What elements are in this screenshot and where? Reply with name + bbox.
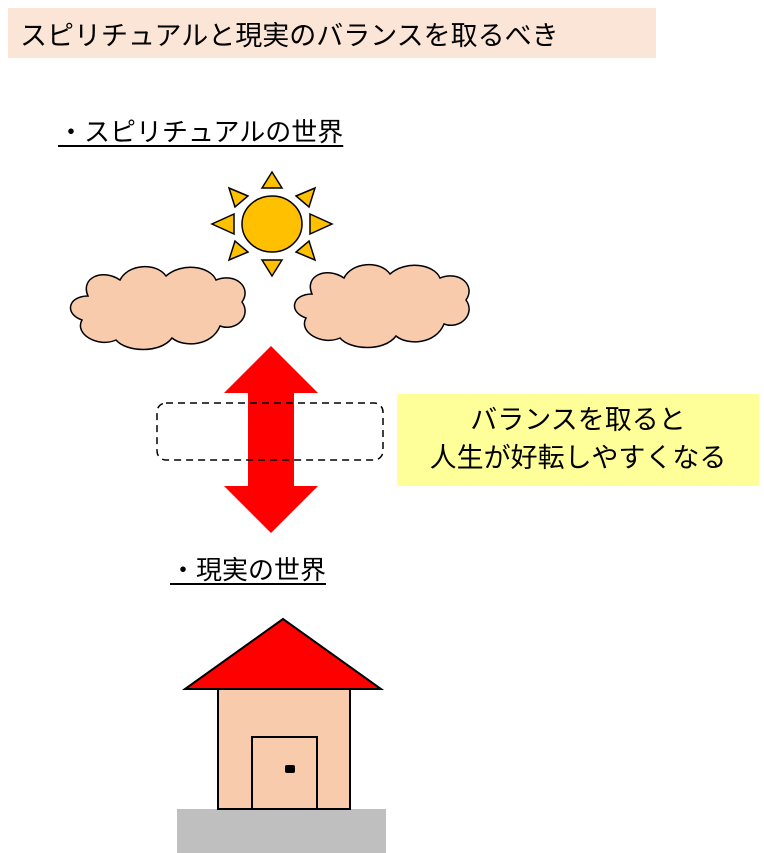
callout-line-1: バランスを取ると [470,405,686,436]
reality-world-heading: ・現実の世界 [170,556,327,586]
cloud-left-icon [69,266,246,351]
house-icon [177,617,386,853]
house-door [251,736,318,810]
balance-callout: バランスを取ると 人生が好転しやすくなる [397,394,759,486]
sun-icon [210,170,334,278]
house-roof [181,617,385,690]
ground [177,809,386,853]
page-title: スピリチュアルと現実のバランスを取るべき [8,8,656,58]
door-knob [285,765,295,773]
cloud-right-icon [293,264,470,349]
callout-line-2: 人生が好転しやすくなる [429,443,727,474]
balance-point-box [156,402,384,461]
double-arrow-icon [224,346,318,533]
spiritual-world-heading: ・スピリチュアルの世界 [58,118,344,148]
